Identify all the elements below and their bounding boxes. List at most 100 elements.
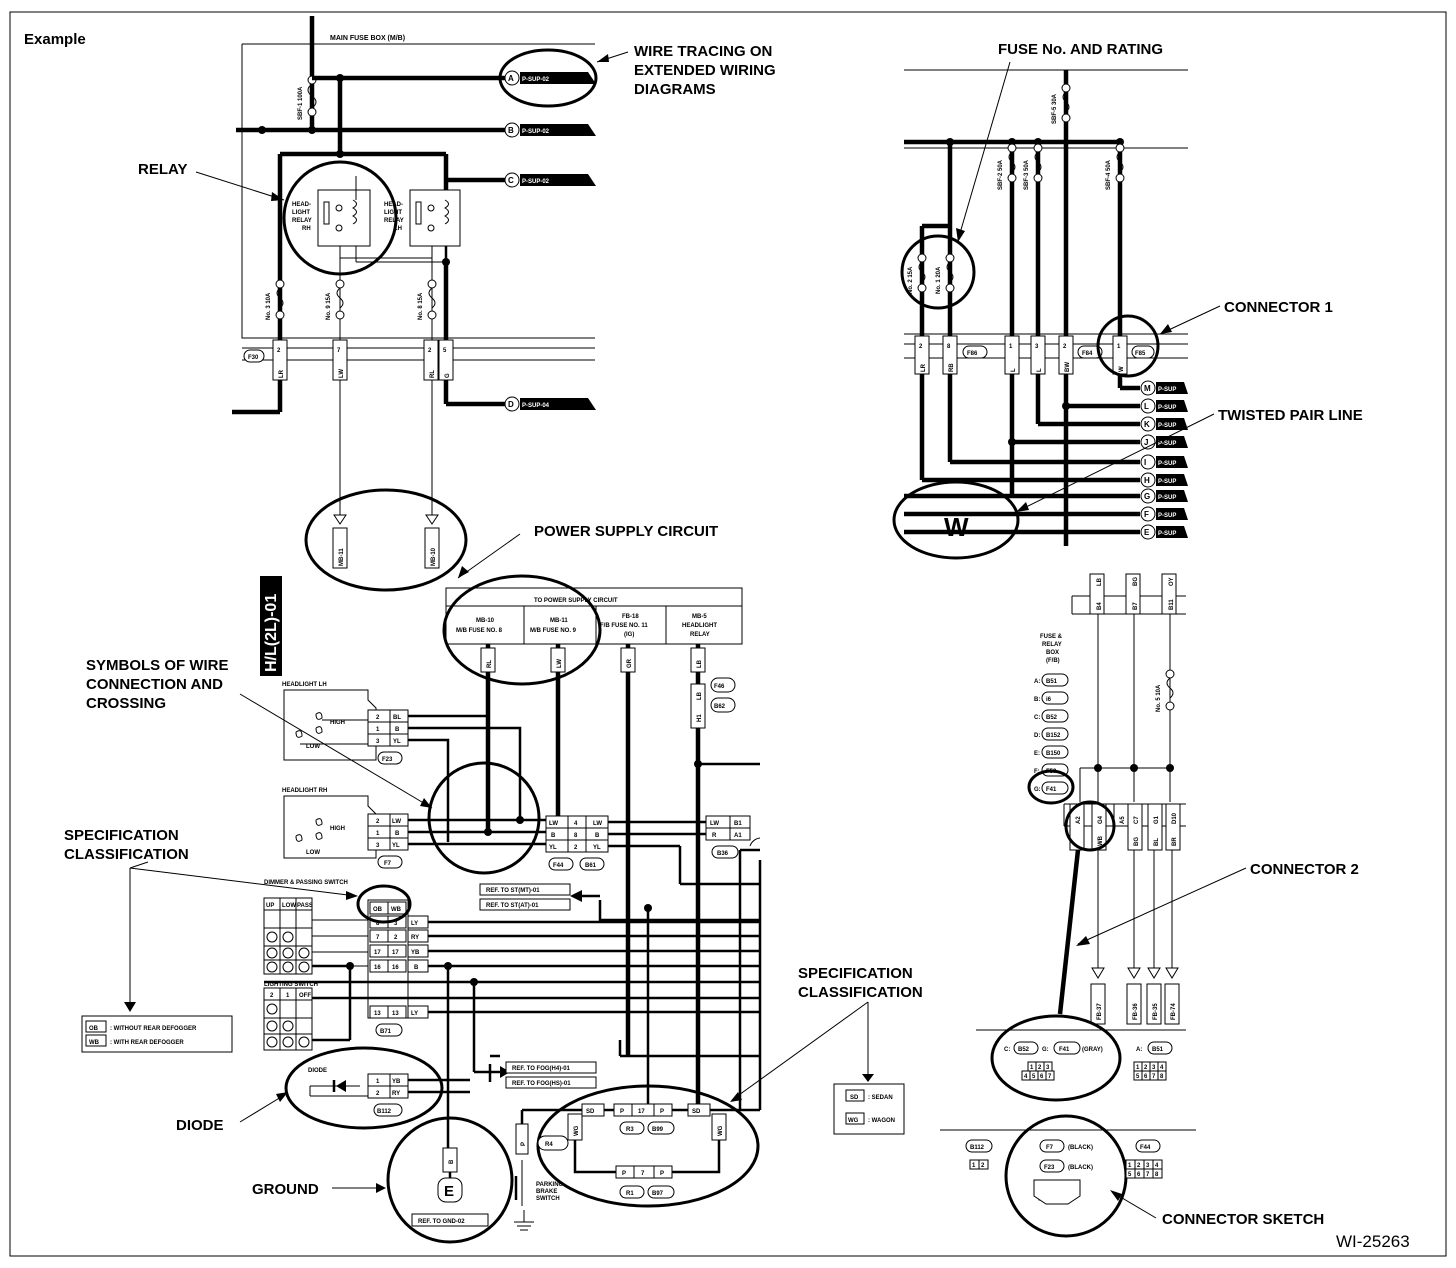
psup-letter-K: K — [1144, 420, 1150, 429]
sk1-bot-num-3: 7 — [1048, 1074, 1052, 1080]
fb-conn-letter-4: E: — [1034, 751, 1040, 757]
main-fuse-box-label: MAIN FUSE BOX (M/B) — [330, 35, 405, 42]
twisted-callout-ellipse — [892, 480, 1020, 560]
sk2-b112-num-0: 1 — [972, 1163, 976, 1169]
g-f41-callout — [1027, 769, 1075, 805]
relay-callout: RELAY — [138, 161, 188, 178]
sk2-f44-top-num-1: 2 — [1137, 1163, 1141, 1169]
power-callout-ellipse — [442, 574, 602, 686]
fuse-no3-label: No. 3 10A — [266, 292, 272, 320]
fb-conn-oval-0 — [1041, 673, 1069, 687]
power-supply-callout: POWER SUPPLY CIRCUIT — [534, 523, 719, 540]
mb-callout-ellipse — [304, 488, 468, 592]
psup-text-M: P-SUP — [1158, 387, 1176, 393]
psup-letter-F: F — [1144, 510, 1149, 519]
fb-conn-oval-4 — [1041, 745, 1069, 759]
psup-circle-K — [1140, 416, 1156, 432]
fb-conn-code-4: B150 — [1046, 751, 1061, 757]
fuse-no9-label: No. 9 15A — [326, 292, 332, 320]
psup-circle-E — [1140, 524, 1156, 540]
psup-tag-F — [1156, 508, 1188, 520]
sk1b-top-num-1: 2 — [1144, 1065, 1148, 1071]
sk1b-top-num-0: 1 — [1136, 1065, 1140, 1071]
wire-tracing-callout: WIRE TRACING ON EXTENDED WIRING DIAGRAMS — [634, 43, 776, 98]
sk1-bot-num-2: 6 — [1040, 1074, 1044, 1080]
fb-conn-code-3: B152 — [1046, 733, 1061, 739]
fb-conn-oval-1 — [1041, 691, 1069, 705]
outer-frame — [9, 11, 1447, 1257]
power-supply-table — [442, 533, 743, 1110]
psup-letter-G: G — [1144, 492, 1150, 501]
fuse-no2-label: No. 2 15A — [908, 266, 914, 294]
ground-callout: GROUND — [252, 1181, 319, 1198]
ref-tags: A P-SUP-02 B P-SUP-02 C P-SUP-02 D P-SUP… — [504, 70, 596, 412]
sk1b-bot-num-2: 7 — [1152, 1074, 1156, 1080]
sk2-f44-top-num-2: 3 — [1146, 1163, 1150, 1169]
psup-text-F: P-SUP — [1158, 513, 1176, 519]
psup-tag-K — [1156, 418, 1188, 430]
fuse-callout-circle — [900, 234, 976, 310]
right-bottom-section: No. 5 10A A:B51B:i6C:B52D:B152E:B150F:F5… — [940, 573, 1247, 1238]
fuse-no-rating-callout: FUSE No. AND RATING — [998, 41, 1163, 58]
psup-letter-J: J — [1144, 438, 1148, 447]
psup-text-G: P-SUP — [1158, 495, 1176, 501]
spec-class-mid-callout: SPECIFICATION CLASSIFICATION — [798, 965, 923, 1001]
fb-conn-letter-3: D: — [1034, 733, 1040, 739]
headlight-section — [239, 689, 546, 875]
ground-section — [332, 1116, 514, 1244]
fb-conn-code-6: F41 — [1046, 787, 1057, 793]
sk1-bot-num-0: 4 — [1024, 1074, 1028, 1080]
svg-text:P-SUP-02: P-SUP-02 — [522, 129, 550, 135]
psup-tag-M — [1156, 382, 1188, 394]
psup-tag-G — [1156, 490, 1188, 502]
sk1b-top-num-2: 3 — [1152, 1065, 1156, 1071]
psup-circle-H — [1140, 472, 1156, 488]
connector-sketch-callout: CONNECTOR SKETCH — [1162, 1211, 1325, 1228]
sbf3-label: SBF-3 50A — [1024, 159, 1030, 190]
spec-mid-section — [514, 848, 905, 1231]
psup-letter-L: L — [1144, 402, 1149, 411]
fb-conn-code-1: i6 — [1046, 697, 1052, 703]
fuse-no8-label: No. 8 15A — [418, 292, 424, 320]
sk1-top-num-0: 1 — [1030, 1065, 1034, 1071]
fuse-no1-label: No. 1 20A — [936, 266, 942, 294]
connector1-callout: CONNECTOR 1 — [1224, 299, 1333, 316]
sk1b-bot-num-0: 5 — [1136, 1074, 1140, 1080]
psup-text-I: P-SUP — [1158, 461, 1176, 467]
sk2-f44-top-num-0: 1 — [1128, 1163, 1132, 1169]
connector2-callout: CONNECTOR 2 — [1250, 861, 1359, 878]
sbf1-label: SBF-1 100A — [298, 86, 304, 120]
psup-tag-L — [1156, 400, 1188, 412]
fb-conn-letter-6: G: — [1034, 787, 1041, 793]
psup-text-E: P-SUP — [1158, 531, 1176, 537]
psup-tag-I — [1156, 456, 1188, 468]
psup-tag-H — [1156, 474, 1188, 486]
psup-circle-M — [1140, 380, 1156, 396]
sk1b-bot-num-3: 8 — [1160, 1074, 1164, 1080]
psup-circle-I — [1140, 454, 1156, 470]
symbols-wire-callout: SYMBOLS OF WIRE CONNECTION AND CROSSING — [86, 657, 229, 712]
svg-text:C: C — [508, 176, 514, 185]
fb-conn-letter-2: C: — [1034, 715, 1040, 721]
relay-rh-box — [317, 189, 371, 247]
sidebar-tag-bg — [260, 576, 282, 676]
sk2-f44-top-num-3: 4 — [1155, 1163, 1159, 1169]
sk1-top-num-2: 3 — [1046, 1065, 1050, 1071]
twisted-pair-callout: TWISTED PAIR LINE — [1218, 407, 1363, 424]
svg-text:D: D — [508, 400, 514, 409]
sk2-b112-num-1: 2 — [981, 1163, 985, 1169]
psup-letter-E: E — [1144, 528, 1150, 537]
connector1-callout-circle — [1096, 314, 1160, 378]
sk1-top-num-1: 2 — [1038, 1065, 1042, 1071]
dimmer-section — [81, 861, 760, 1150]
svg-text:P-SUP-02: P-SUP-02 — [522, 179, 550, 185]
right-top-section: SBF-5 30A SBF-2 50A SBF-3 50A SBF-4 50A … — [892, 61, 1221, 560]
diode-section — [239, 1046, 597, 1130]
spec-class-callout-left — [356, 884, 412, 924]
fb-conn-letter-0: A: — [1034, 679, 1040, 685]
wire-tracing-ellipse — [498, 48, 598, 108]
psup-letter-I: I — [1144, 458, 1146, 467]
wire-symbol-callout-circle — [427, 761, 541, 875]
